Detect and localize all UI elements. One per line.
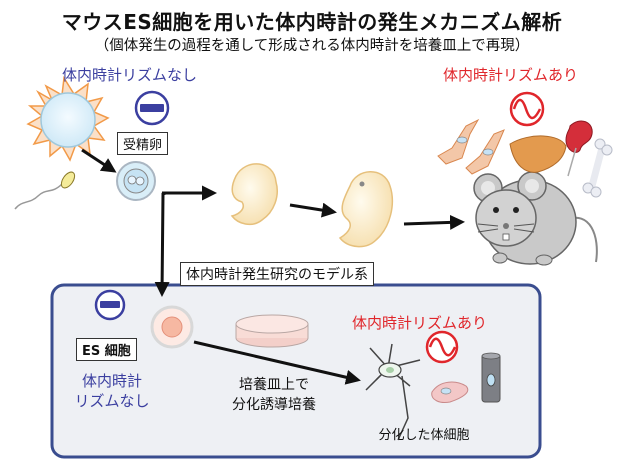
adult-mouse-icon	[473, 171, 598, 266]
sperm-icon	[14, 171, 76, 210]
minus-circle-icon	[134, 90, 170, 126]
culture-dish-icon	[235, 314, 309, 348]
bone-icon	[582, 138, 613, 198]
oocyte-icon	[26, 75, 110, 162]
muscle-cell-icon	[481, 352, 501, 403]
differentiation-arrow	[193, 340, 361, 385]
development-arrow-2	[289, 202, 337, 218]
fibroblast-cells-icon	[437, 118, 505, 175]
page-title: マウスES細胞を用いた体内時計の発生メカニズム解析	[61, 10, 563, 34]
no-rhythm-label: 体内時計リズムなし	[62, 66, 198, 84]
embryo-early-icon	[230, 163, 278, 226]
es-no-rhythm-label-line2: リズムなし	[74, 392, 150, 410]
rhythm-label: 体内時計リズムあり	[443, 66, 579, 84]
es-cell-label: ES 細胞	[76, 338, 137, 361]
neuron-icon	[365, 343, 421, 441]
development-arrow-3	[403, 214, 465, 230]
embryo-late-icon	[338, 171, 394, 248]
panel-rhythm-label: 体内時計リズムあり	[352, 314, 488, 332]
minus-circle-icon	[94, 289, 126, 321]
differentiated-cell-icon	[431, 381, 469, 403]
es-no-rhythm-label-line1: 体内時計	[81, 372, 142, 390]
sine-wave-icon	[509, 91, 545, 127]
sine-wave-icon	[425, 330, 459, 364]
kidney-icon	[565, 120, 593, 177]
culture-label-line2: 分化誘導培養	[232, 397, 316, 413]
model-system-title: 体内時計発生研究のモデル系	[180, 262, 374, 286]
differentiated-cells-label: 分化した体細胞	[378, 428, 470, 443]
culture-label-line1: 培養皿上で	[239, 377, 309, 393]
page-subtitle: （個体発生の過程を通して形成される体内時計を培養皿上で再現）	[94, 38, 530, 54]
fertilized-egg-icon	[116, 161, 156, 201]
es-cell-icon	[150, 305, 194, 349]
fertilized-egg-label: 受精卵	[117, 132, 169, 155]
fertilization-arrow	[81, 148, 117, 173]
es-derivation-arrow	[154, 191, 170, 297]
liver-icon	[509, 135, 567, 173]
